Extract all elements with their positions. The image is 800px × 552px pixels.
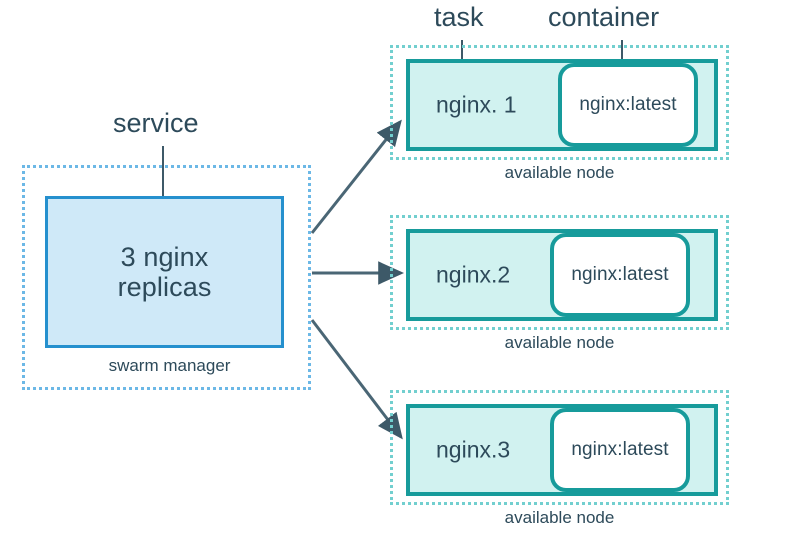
- container-box-3[interactable]: nginx:latest: [550, 408, 690, 492]
- available-node-boundary-2: [390, 215, 729, 330]
- container-box-1[interactable]: nginx:latest: [558, 63, 698, 147]
- container-image-label-2: nginx:latest: [571, 264, 669, 285]
- swarm-manager-caption: swarm manager: [108, 356, 231, 375]
- task-label-1: nginx. 1: [436, 91, 517, 118]
- service-box[interactable]: 3 nginx replicas: [45, 196, 284, 348]
- callout-task: task: [434, 2, 484, 32]
- arrow-to-node-3: [310, 319, 403, 440]
- service-box-line-2: replicas: [117, 272, 212, 302]
- available-node-caption-3: available node: [504, 508, 615, 527]
- service-box-label: 3 nginx replicas: [118, 242, 212, 302]
- callout-container: container: [548, 2, 660, 32]
- task-label-3: nginx.3: [436, 436, 511, 463]
- task-box-2[interactable]: nginx.2 nginx:latest: [406, 229, 718, 321]
- arrow-to-node-1: [310, 119, 402, 234]
- service-box-line-1: 3 nginx: [120, 241, 209, 272]
- task-box-1[interactable]: nginx. 1 nginx:latest: [406, 59, 718, 151]
- task-label-2: nginx.2: [436, 261, 511, 288]
- container-image-label-1: nginx:latest: [579, 94, 677, 115]
- callout-service: service: [113, 108, 199, 138]
- available-node-boundary-3: [390, 390, 729, 505]
- swarm-manager-group: 3 nginx replicas swarm manager: [22, 165, 311, 390]
- available-node-boundary-1: [390, 45, 729, 160]
- available-node-caption-1: available node: [504, 163, 615, 182]
- task-box-3[interactable]: nginx.3 nginx:latest: [406, 404, 718, 496]
- container-box-2[interactable]: nginx:latest: [550, 233, 690, 317]
- container-image-label-3: nginx:latest: [571, 439, 669, 460]
- available-node-caption-2: available node: [504, 333, 615, 352]
